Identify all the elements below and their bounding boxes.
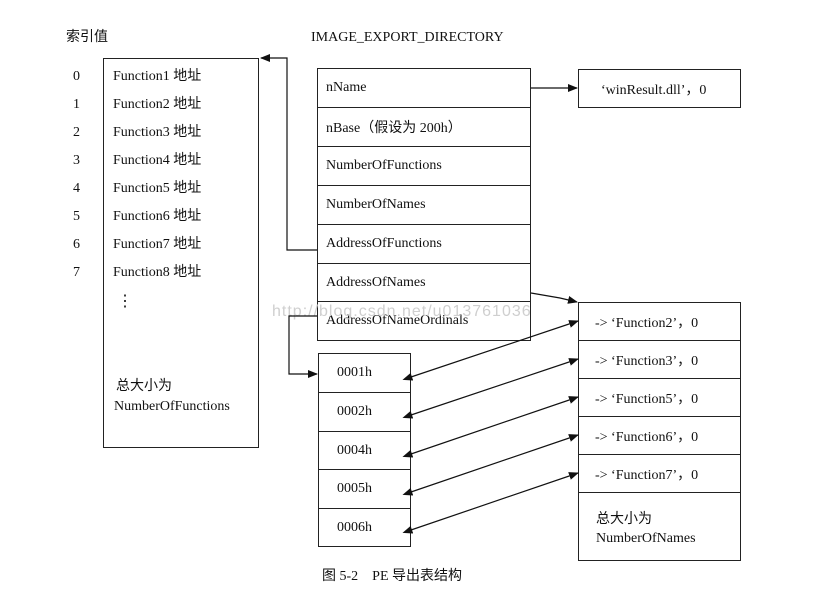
module-name-string: ‘winResult.dll’，0 <box>601 82 707 98</box>
index-value: 6 <box>73 237 80 252</box>
arrow-ordinal-name-link <box>402 472 579 534</box>
arrow-address-of-functions <box>260 54 317 251</box>
name-pointer-text: -> ‘Function2’，0 <box>595 315 699 331</box>
field-label: AddressOfFunctions <box>326 236 442 251</box>
names-size-value: NumberOfNames <box>596 531 696 546</box>
ordinal-value: 0006h <box>337 519 372 535</box>
arrow-ordinal-name-link <box>402 396 579 458</box>
arrow-ordinal-name-link <box>402 320 579 381</box>
function-address-table <box>103 58 259 448</box>
name-pointer-text: -> ‘Function3’，0 <box>595 353 699 369</box>
function-entry: Function6 地址 <box>113 209 202 224</box>
function-entry: Function3 地址 <box>113 125 202 140</box>
function-table-size-label: 总大小为 <box>116 379 172 394</box>
figure-caption: 图 5-2 PE 导出表结构 <box>322 569 462 584</box>
index-value: 3 <box>73 153 80 168</box>
index-value: 2 <box>73 125 80 140</box>
function-entry: Function8 地址 <box>113 265 202 280</box>
function-entry: Function7 地址 <box>113 237 202 252</box>
index-value: 1 <box>73 97 80 112</box>
names-size-label: 总大小为 <box>596 512 652 527</box>
struct-title: IMAGE_EXPORT_DIRECTORY <box>311 30 504 45</box>
watermark: http://blog.csdn.net/u013761036 <box>272 303 532 320</box>
arrow-address-of-name-ordinals <box>288 315 318 378</box>
function-table-size-value: NumberOfFunctions <box>114 399 230 414</box>
field-label: nName <box>326 80 367 95</box>
ordinal-value: 0001h <box>337 365 372 380</box>
name-pointer-text: -> ‘Function5’，0 <box>595 391 699 407</box>
function-entry: Function2 地址 <box>113 97 202 112</box>
function-entry: Function4 地址 <box>113 153 202 168</box>
field-label: AddressOfNames <box>326 274 426 290</box>
arrow-ordinal-name-link <box>402 358 579 419</box>
arrow-ordinal-name-link <box>402 434 579 496</box>
function-entry: Function5 地址 <box>113 181 202 196</box>
ordinal-value: 0005h <box>337 481 372 496</box>
index-value: 4 <box>73 181 80 196</box>
ordinal-value: 0004h <box>337 442 372 458</box>
index-value: 7 <box>73 265 80 280</box>
arrow-address-of-names <box>530 292 578 304</box>
index-header: 索引值 <box>66 30 108 45</box>
field-label: nBase（假设为 200h） <box>326 121 462 136</box>
name-pointer-text: -> ‘Function6’，0 <box>595 429 699 445</box>
field-label: NumberOfNames <box>326 197 426 212</box>
function-entry: Function1 地址 <box>113 69 202 84</box>
name-pointer-text: -> ‘Function7’，0 <box>595 467 699 483</box>
module-name-box: ‘winResult.dll’，0 <box>578 69 741 108</box>
ellipsis: ⋮ <box>117 293 133 310</box>
field-label: NumberOfFunctions <box>326 158 442 173</box>
ordinal-value: 0002h <box>337 404 372 419</box>
index-value: 5 <box>73 209 80 224</box>
index-value: 0 <box>73 69 80 84</box>
